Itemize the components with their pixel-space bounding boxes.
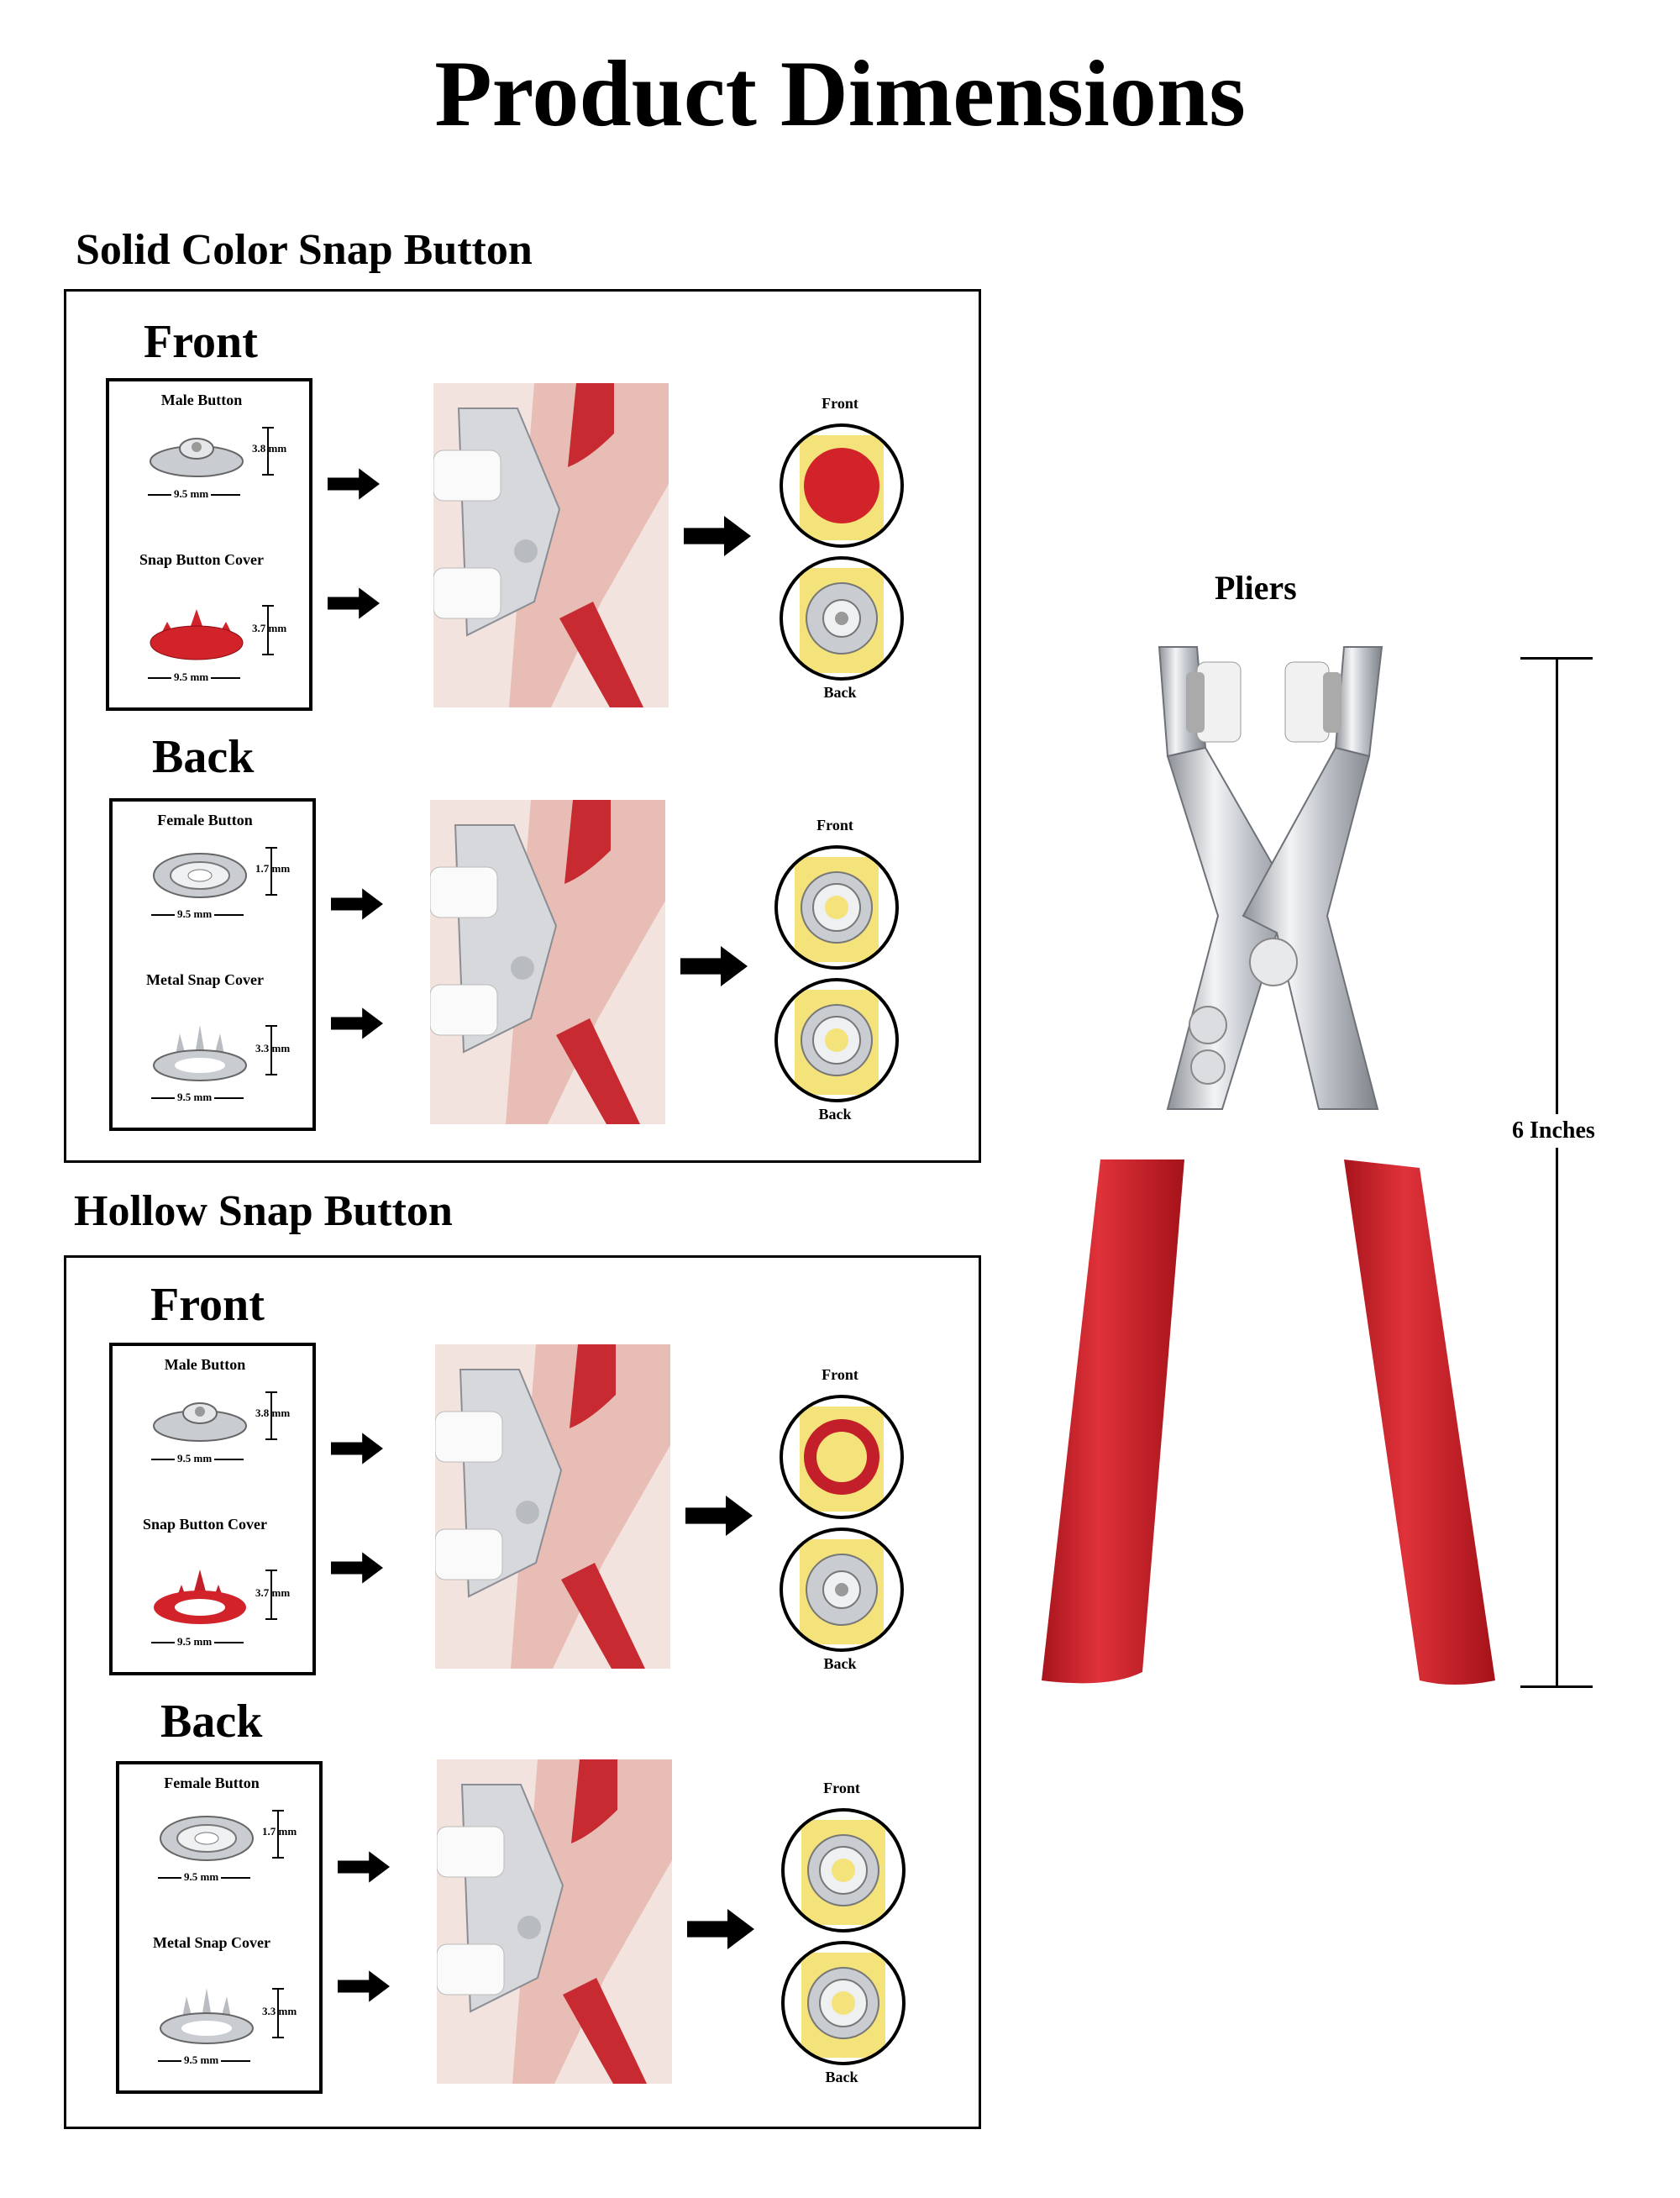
dimension-bottom-tick [1520, 1685, 1593, 1688]
height-line [267, 605, 269, 654]
arrow-icon [684, 513, 751, 564]
section-heading-hollow: Hollow Snap Button [74, 1187, 453, 1235]
result-front-label: Front [816, 817, 853, 833]
button-image [156, 1806, 257, 1869]
item-label: Metal Snap Cover [146, 971, 264, 988]
arrow-icon [328, 467, 380, 505]
width-label: 9.5 mm [175, 1091, 215, 1104]
result-front-label: Front [822, 1366, 858, 1383]
spec-box: Male Button 3.8 mm 9.5 mm Snap Button Cover… [106, 378, 312, 711]
button-image [150, 1388, 250, 1451]
back-heading: Back [160, 1696, 263, 1748]
spec-box: Female Button 1.7 mm 9.5 mm Metal Snap Cove… [109, 798, 316, 1131]
width-label: 9.5 mm [175, 1635, 215, 1648]
height-label: 3.3 mm [255, 1042, 291, 1054]
button-image [146, 423, 247, 486]
height-line [270, 1025, 272, 1074]
pliers-in-hand-photo [430, 800, 665, 1124]
button-image [156, 1988, 257, 2051]
height-line [270, 1391, 272, 1438]
height-label: 3.3 mm [262, 2005, 297, 2017]
result-back-circle [780, 556, 904, 681]
width-label: 9.5 mm [175, 907, 215, 921]
result-front-label: Front [823, 1780, 860, 1796]
button-image [150, 1570, 250, 1633]
height-tick [262, 474, 274, 476]
width-label: 9.5 mm [181, 1870, 222, 1884]
result-back-label: Back [823, 684, 857, 701]
spec-box: Male Button 3.8 mm 9.5 mm Snap Button Cover… [109, 1343, 316, 1675]
dimension-line [1556, 657, 1558, 1687]
button-image [146, 605, 247, 668]
height-line [270, 847, 272, 894]
height-label: 3.7 mm [252, 622, 287, 634]
height-tick [262, 654, 274, 655]
height-tick [272, 1857, 284, 1859]
pliers-in-hand-photo [437, 1759, 672, 2084]
height-label: 1.7 mm [255, 862, 291, 875]
page-title: Product Dimensions [434, 42, 1246, 146]
height-tick [265, 1618, 277, 1620]
item-label: Snap Button Cover [142, 1516, 268, 1533]
arrow-icon [338, 1969, 390, 2007]
button-image [150, 844, 250, 907]
item-label: Female Button [164, 1775, 260, 1791]
pliers-in-hand-photo [435, 1344, 670, 1669]
item-label: Female Button [157, 812, 253, 828]
item-label: Snap Button Cover [139, 551, 265, 568]
result-back-label: Back [818, 1106, 852, 1123]
result-front-circle [780, 1395, 904, 1519]
width-label: 9.5 mm [181, 2053, 222, 2067]
width-label: 9.5 mm [175, 1452, 215, 1465]
result-back-circle [781, 1941, 906, 2065]
height-line [277, 1810, 279, 1857]
pliers-length-label: 6 Inches [1510, 1114, 1597, 1148]
arrow-icon [331, 887, 383, 925]
height-line [270, 1570, 272, 1618]
back-heading: Back [152, 731, 255, 783]
result-back-circle [774, 978, 899, 1102]
height-label: 3.8 mm [252, 442, 287, 455]
pliers-label: Pliers [1215, 569, 1297, 607]
button-image [150, 1025, 250, 1088]
result-back-label: Back [825, 2069, 858, 2085]
result-front-label: Front [822, 395, 858, 412]
pliers-image [1042, 646, 1495, 1685]
height-tick [265, 1074, 277, 1075]
height-tick [265, 894, 277, 896]
result-front-circle [781, 1808, 906, 1932]
arrow-icon [331, 1007, 383, 1044]
front-heading: Front [144, 316, 258, 368]
height-label: 3.7 mm [255, 1586, 291, 1599]
height-label: 3.8 mm [255, 1407, 291, 1419]
arrow-icon [331, 1551, 383, 1589]
width-label: 9.5 mm [171, 670, 212, 684]
result-back-circle [780, 1528, 904, 1652]
width-label: 9.5 mm [171, 487, 212, 501]
spec-box: Female Button 1.7 mm 9.5 mm Metal Snap Cove… [116, 1761, 323, 2094]
height-line [267, 427, 269, 474]
item-label: Male Button [160, 392, 243, 408]
item-label: Male Button [164, 1356, 246, 1373]
result-front-circle [780, 423, 904, 548]
item-label: Metal Snap Cover [153, 1934, 270, 1951]
height-tick [272, 2037, 284, 2038]
result-back-label: Back [823, 1655, 857, 1672]
pliers-in-hand-photo [433, 383, 669, 707]
arrow-icon [680, 943, 748, 994]
arrow-icon [331, 1432, 383, 1470]
section-heading-solid: Solid Color Snap Button [76, 226, 533, 274]
height-line [277, 1988, 279, 2037]
height-label: 1.7 mm [262, 1825, 297, 1838]
result-front-circle [774, 845, 899, 970]
arrow-icon [687, 1906, 754, 1957]
front-heading: Front [150, 1279, 265, 1331]
arrow-icon [338, 1850, 390, 1888]
arrow-icon [685, 1492, 753, 1543]
height-tick [265, 1438, 277, 1440]
arrow-icon [328, 586, 380, 624]
